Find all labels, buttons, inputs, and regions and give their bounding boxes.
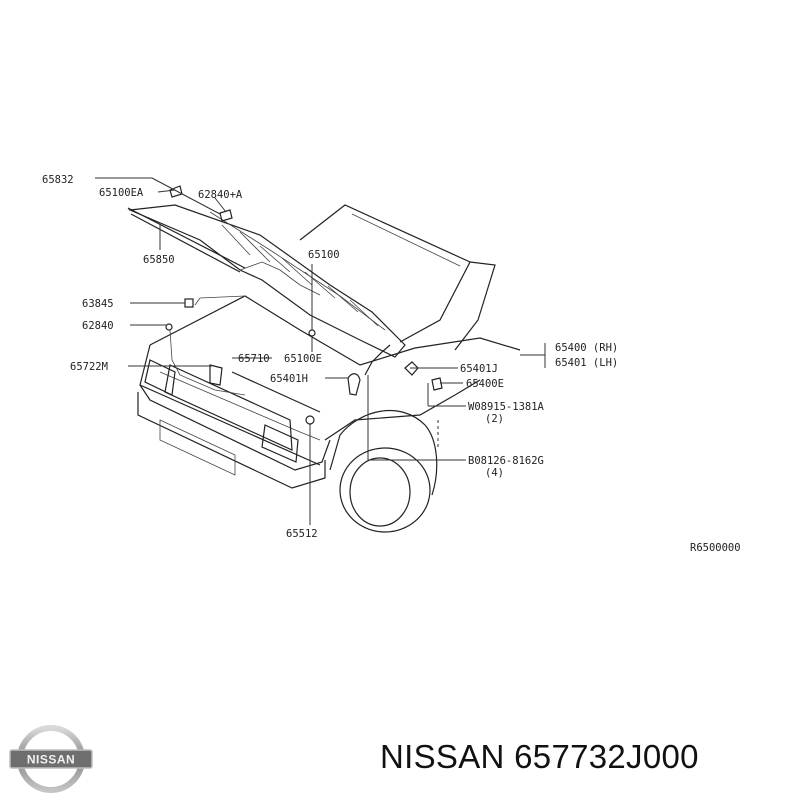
- label-08126[interactable]: B08126-8162G: [468, 455, 544, 467]
- label-62840[interactable]: 62840: [82, 320, 114, 332]
- label-65512[interactable]: 65512: [286, 528, 318, 540]
- product-title: NISSAN 657732J000: [380, 738, 699, 775]
- label-65100ea[interactable]: 65100EA: [99, 187, 144, 199]
- label-65832[interactable]: 65832: [42, 174, 74, 186]
- label-65850[interactable]: 65850: [143, 254, 175, 266]
- label-65400e[interactable]: 65400E: [466, 378, 504, 390]
- label-65722m[interactable]: 65722M: [70, 361, 108, 373]
- label-62840a[interactable]: 62840+A: [198, 189, 243, 201]
- part-labels: 65832 65100EA 62840+A 65850 65100 63845 …: [42, 174, 741, 554]
- label-65100e[interactable]: 65100E: [284, 353, 322, 365]
- label-63845[interactable]: 63845: [82, 298, 114, 310]
- nissan-logo-icon: NISSAN: [9, 725, 93, 793]
- label-65401[interactable]: 65401 (LH): [555, 357, 618, 369]
- label-08915[interactable]: W08915-1381A: [468, 401, 545, 413]
- label-08915-qty: (2): [485, 413, 504, 425]
- label-65400[interactable]: 65400 (RH): [555, 342, 618, 354]
- logo-text: NISSAN: [27, 753, 75, 767]
- label-65100[interactable]: 65100: [308, 249, 340, 261]
- diagram-ref-code: R6500000: [690, 542, 741, 554]
- vehicle-outline: [127, 185, 521, 533]
- label-65401j[interactable]: 65401J: [460, 363, 498, 375]
- label-65710[interactable]: 65710: [238, 353, 270, 365]
- leader-lines: [95, 177, 546, 525]
- label-65401h[interactable]: 65401H: [270, 373, 308, 385]
- label-08126-qty: (4): [485, 467, 504, 479]
